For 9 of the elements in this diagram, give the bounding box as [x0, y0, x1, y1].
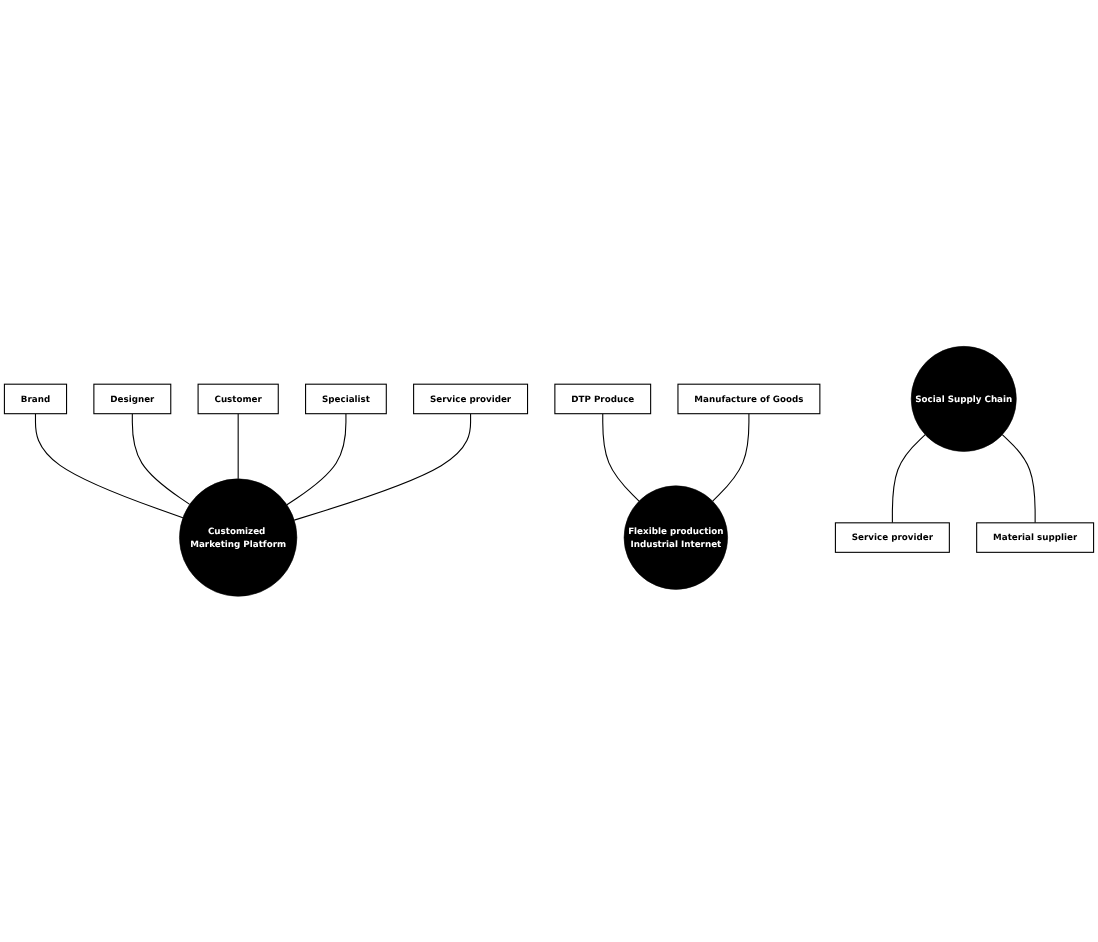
connector: [602, 412, 640, 502]
connector: [131, 412, 191, 505]
connector: [891, 433, 926, 524]
connector: [712, 412, 750, 502]
connector: [237, 412, 239, 480]
connector: [34, 412, 184, 519]
connector: [293, 412, 472, 521]
connector: [1001, 433, 1036, 524]
connector: [286, 412, 347, 506]
